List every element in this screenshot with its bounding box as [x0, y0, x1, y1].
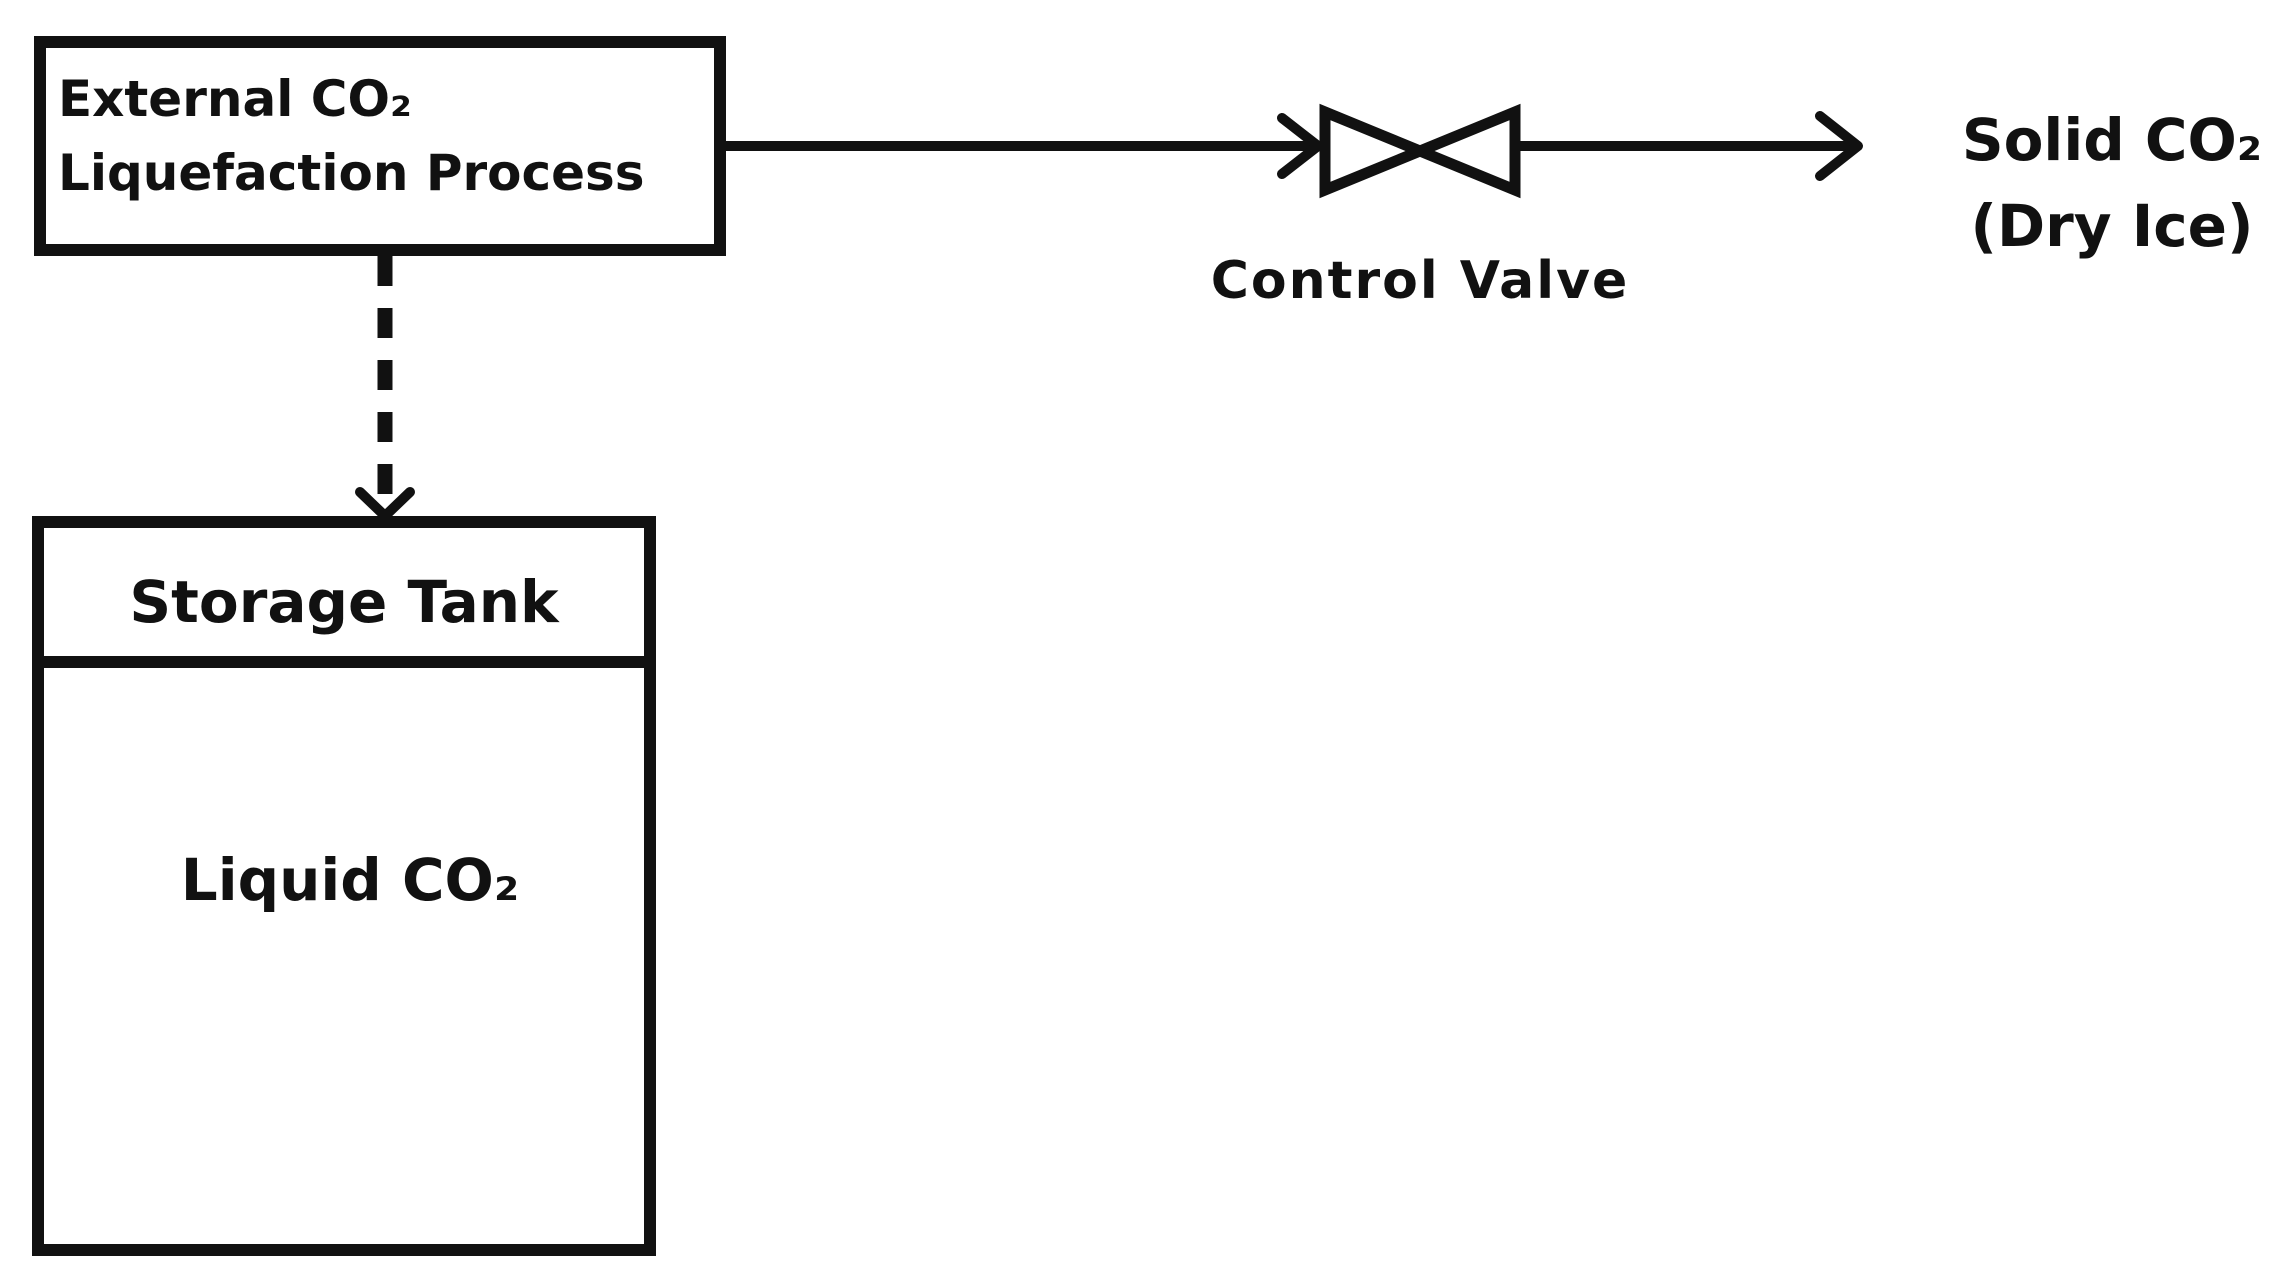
liquefaction-process-box: [34, 36, 726, 256]
storage-tank: [32, 516, 656, 1256]
solid-co2-label-line1: Solid CO₂: [1962, 106, 2262, 174]
solid-co2-label-line2: (Dry Ice): [1970, 192, 2253, 260]
storage-tank-title: Storage Tank: [129, 568, 560, 636]
control-valve-label: Control Valve: [1211, 251, 1630, 311]
feed-arrowhead: [1277, 113, 1323, 179]
process-box-label-line2: Liquefaction Process: [58, 144, 645, 202]
dashed-transfer-arrowhead: [355, 487, 415, 521]
control-valve-icon: [1319, 103, 1521, 199]
storage-tank-content-label: Liquid CO₂: [181, 846, 520, 914]
process-box-label-line1: External CO₂: [58, 70, 412, 128]
product-arrowhead: [1815, 111, 1863, 181]
